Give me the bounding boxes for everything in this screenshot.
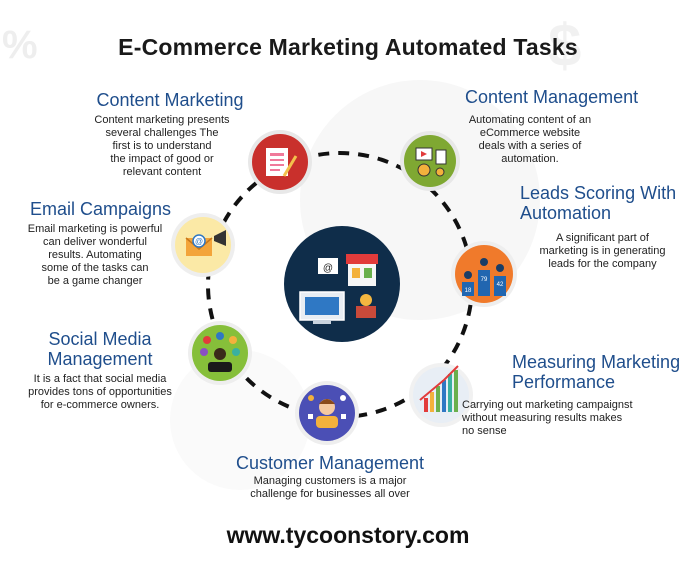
description-line: some of the tasks can [41, 262, 149, 274]
description-line: A significant part of [556, 232, 649, 244]
description-line: without measuring results makes [462, 412, 623, 424]
customer-management-heading: Customer Management [235, 453, 425, 473]
social-media-node [188, 321, 252, 385]
description-line: first is to understand [112, 140, 212, 152]
page-title: E-Commerce Marketing Automated Tasks [118, 34, 578, 60]
description-line: Email marketing is powerful [27, 223, 163, 235]
description-line: eCommerce website [479, 127, 581, 139]
content-marketing-heading: Content Marketing [96, 90, 244, 110]
description-line: Carrying out marketing campaignst [462, 399, 633, 411]
content-management-heading: Content Management [465, 87, 639, 107]
description-line: Automating content of an [468, 114, 592, 126]
measuring-performance-node [409, 363, 473, 427]
bg-dollar-glyph: $ [548, 12, 581, 79]
center-store-node: @ [284, 226, 400, 342]
description-line: Managing customers is a major [253, 475, 407, 487]
email-campaigns-heading: Email Campaigns [30, 199, 172, 219]
description-line: Performance [512, 372, 616, 392]
leads-label-2: 79 [481, 277, 488, 283]
email-megaphone-icon: @ [185, 230, 226, 256]
leads-podium-icon: 18 79 42 [462, 258, 506, 296]
description-line: Social Media [48, 329, 152, 349]
description-line: deals with a series of [478, 140, 582, 152]
description-line: can deliver wonderful [43, 236, 147, 248]
ecommerce-store-icon: @ [299, 254, 378, 324]
content-management-node [400, 131, 460, 191]
description-line: several challenges The [105, 127, 219, 139]
description-line: for e-commerce owners. [40, 399, 160, 411]
customer-support-icon [308, 395, 346, 428]
description-line: Automation [520, 203, 612, 223]
description-line: be a game changer [47, 275, 143, 287]
description-line: leads for the company [548, 258, 657, 270]
description-line: relevant content [122, 166, 202, 178]
description-line: It is a fact that social media [33, 373, 167, 385]
svg-text:@: @ [323, 263, 333, 274]
description-line: Leads Scoring With [520, 183, 677, 203]
content-marketing-node [248, 130, 312, 194]
description-line: results. Automating [48, 249, 142, 261]
description-line: challenge for businesses all over [250, 488, 410, 500]
customer-management-node [295, 381, 359, 445]
description-line: Measuring Marketing [512, 352, 681, 372]
description-line: the impact of good or [110, 153, 214, 165]
social-network-icon [200, 332, 240, 372]
description-line: marketing is in generating [539, 245, 666, 257]
svg-text:@: @ [195, 237, 203, 246]
description-line: no sense [462, 425, 507, 437]
bar-chart-icon [419, 365, 459, 412]
leads-label-1: 18 [465, 288, 472, 294]
description-line: automation. [501, 153, 559, 165]
leads-label-3: 42 [497, 282, 504, 288]
content-gears-icon [415, 147, 447, 177]
footer-url: www.tycoonstory.com [226, 522, 470, 548]
bg-percent-glyph: % [2, 23, 38, 67]
email-campaigns-node: @ [171, 213, 235, 277]
document-edit-icon [266, 148, 298, 177]
description-line: Management [47, 349, 153, 369]
leads-scoring-node: 18 79 42 [451, 241, 517, 307]
description-line: Content marketing presents [94, 114, 230, 126]
description-line: provides tons of opportunities [28, 386, 172, 398]
